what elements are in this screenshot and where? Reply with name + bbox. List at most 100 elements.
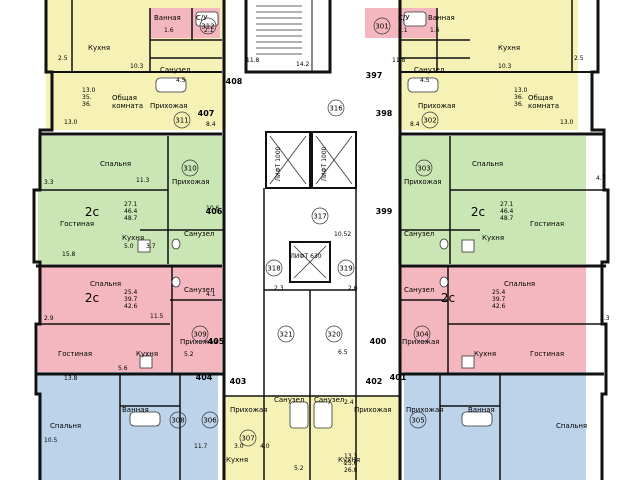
dim-12: 8.4 — [206, 121, 216, 128]
apt-319-marker — [337, 259, 355, 277]
dim-29: 10.5 — [44, 437, 58, 444]
room-vannaya-305: Ванная — [468, 406, 495, 414]
door-402: 402 — [366, 377, 383, 386]
dim-40: 3.3 — [600, 315, 610, 322]
stair-icon — [256, 5, 302, 55]
room-spalnya-309: Спальня — [90, 280, 121, 288]
apt-302: 302 — [423, 117, 436, 125]
dim-7: 2.5 — [574, 55, 584, 62]
dim-18: 11.3 — [136, 177, 150, 184]
dim-33: 2.4 — [344, 399, 354, 406]
room-kuhnya-306: Кухня — [338, 456, 360, 464]
dim-27: 13.8 — [64, 375, 78, 382]
room-gostinaya-309: Гостиная — [58, 350, 92, 358]
zone-304 — [400, 266, 586, 372]
area-tr_area-2: 36. — [514, 101, 524, 108]
apt-type-2: 2с — [471, 205, 485, 219]
dim-15: 8.4 — [410, 121, 420, 128]
area-a306-1: 25.6 — [344, 460, 358, 467]
apt-307: 307 — [241, 435, 254, 443]
dim-21: 5.0 — [124, 243, 134, 250]
room-vannaya-tl: Ванная — [154, 14, 181, 22]
walls — [32, 0, 610, 480]
room-sanuzel-307: Санузел — [274, 396, 304, 404]
apt-type-3: 2с — [441, 291, 455, 305]
dim-10: 4.5 — [176, 77, 186, 84]
door-400: 400 — [370, 337, 387, 346]
apt-302-marker — [421, 111, 439, 129]
stove-icon — [137, 239, 475, 369]
area-tl_area-1: 35. — [82, 94, 92, 101]
room-vannaya-tr: Ванная — [428, 14, 455, 22]
apt-309: 309 — [193, 331, 206, 339]
dim-38: 2.6 — [348, 285, 358, 292]
room-prihozhaya-306: Прихожая — [354, 406, 392, 414]
area-a306-2: 26.8 — [344, 467, 358, 474]
room-spalnya-303: Спальня — [472, 160, 503, 168]
apt-317: 317 — [313, 213, 326, 221]
door-407: 407 — [198, 109, 215, 118]
dim-4: 14.2 — [296, 61, 310, 68]
apt-type-0: 2с — [85, 205, 99, 219]
room-kuhnya-303: Кухня — [482, 234, 504, 242]
apt-312-marker — [199, 17, 217, 35]
apt-306: 306 — [203, 417, 217, 425]
area-a309-0: 25.4 — [124, 289, 138, 296]
apt-320-marker — [325, 325, 343, 343]
area-a304-0: 25.4 — [492, 289, 506, 296]
apt-321-marker — [277, 325, 295, 343]
apt-305-marker — [409, 411, 427, 429]
dim-36: 10.52 — [334, 231, 351, 238]
room-kuhnya-tl: Кухня — [88, 44, 110, 52]
door-408: 408 — [226, 77, 243, 86]
room-kuhnya-309: Кухня — [136, 350, 158, 358]
apt-308: 308 — [171, 417, 184, 425]
bathtub-icon — [129, 11, 493, 429]
room-obshaya-tr: Общая — [528, 94, 553, 102]
dim-1: 1.6 — [164, 27, 174, 34]
apt-301: 301 — [375, 23, 388, 31]
elevator-icon — [269, 135, 353, 279]
apt-311-marker — [173, 111, 191, 129]
dim-2: 2.1 — [204, 27, 214, 34]
dim-23: 2.9 — [44, 315, 54, 322]
door-404: 404 — [196, 373, 213, 382]
door-403: 403 — [230, 377, 247, 386]
toilet-icon — [171, 238, 449, 288]
room-su-tl: С/У — [196, 14, 208, 22]
room-komnata-tr: комната — [528, 102, 559, 110]
area-a310-2: 48.7 — [124, 215, 138, 222]
dim-39: 4.7 — [596, 175, 606, 182]
dim-16: 13.0 — [560, 119, 574, 126]
zone-310 — [38, 136, 224, 264]
dim-25: 4.1 — [206, 291, 216, 298]
room-prihozhaya-305: Прихожая — [406, 406, 444, 414]
dim-3: 11.8 — [246, 57, 260, 64]
dim-24: 11.5 — [150, 313, 164, 320]
apt-304-marker — [413, 325, 431, 343]
apt-303: 303 — [417, 165, 430, 173]
apt-308-marker — [169, 411, 187, 429]
area-a309-2: 42.6 — [124, 303, 138, 310]
area-a304-1: 39.7 — [492, 296, 506, 303]
dim-0: 2.5 — [58, 55, 68, 62]
area-a309-1: 39.7 — [124, 296, 138, 303]
door-406: 406 — [206, 207, 223, 216]
dim-5: 2.1 — [398, 27, 408, 34]
dim-19: 10.6 — [206, 205, 220, 212]
apt-318-marker — [265, 259, 283, 277]
room-obshaya-tl: Общая — [112, 94, 137, 102]
door-398: 398 — [376, 109, 393, 118]
room-sanuzel-309: Санузел — [184, 286, 214, 294]
area-a303-1: 46.4 — [500, 208, 514, 215]
apt-317-marker — [311, 207, 329, 225]
apt-305: 305 — [411, 417, 424, 425]
dim-37: 2.3 — [274, 285, 284, 292]
apt-type-1: 2с — [85, 291, 99, 305]
room-gostinaya-304: Гостиная — [530, 350, 564, 358]
dim-13: 10.3 — [498, 63, 512, 70]
room-spalnya-305: Спальня — [556, 422, 587, 430]
apt-303-marker — [415, 159, 433, 177]
room-spalnya-310: Спальня — [100, 160, 131, 168]
area-a306-0: 13.3 — [344, 453, 358, 460]
